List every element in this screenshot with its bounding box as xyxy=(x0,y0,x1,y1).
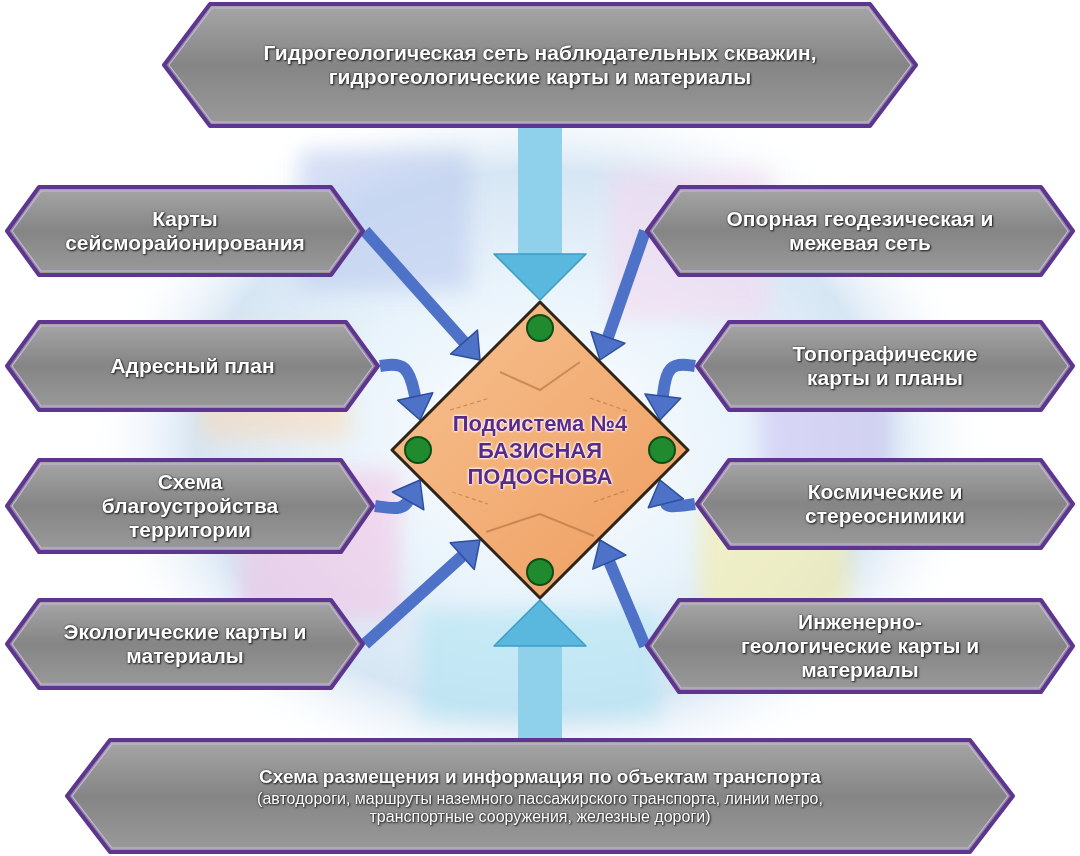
map-road xyxy=(452,490,628,504)
box-label: Схема благоустройства территории xyxy=(85,470,295,542)
hexagon-inner-line xyxy=(652,604,1068,688)
hexagon-inner-line xyxy=(12,464,368,548)
hexagon-inner-line xyxy=(72,744,1008,848)
arrow-connector xyxy=(645,365,695,420)
hexagon-shape xyxy=(647,600,1073,692)
arrow-connector xyxy=(365,231,480,360)
arrow-connector xyxy=(593,540,645,646)
center-diamond: Подсистема №4БАЗИСНАЯ ПОДОСНОВА xyxy=(390,300,690,600)
arrow-head xyxy=(494,600,586,646)
map-road xyxy=(486,514,594,536)
hexagon-shape xyxy=(647,187,1073,275)
hexagon-inner-line xyxy=(652,191,1068,271)
box-label: Топографические карты и планы xyxy=(780,342,990,390)
hexagon-box: Адресный план xyxy=(5,320,380,412)
arrow-head xyxy=(450,540,480,569)
hexagon-box: Топографические карты и планы xyxy=(695,320,1075,412)
arrow-head xyxy=(591,331,625,360)
arrow-head xyxy=(494,254,586,300)
arrow-connector xyxy=(591,231,645,360)
arrow-shaft xyxy=(609,560,645,646)
text-group: Схема размещения и информация по объекта… xyxy=(220,766,860,827)
text-group: Схема благоустройства территории xyxy=(85,470,295,542)
hexagon-shape xyxy=(697,460,1073,548)
arrow-head xyxy=(451,330,480,360)
text-group: Инженерно-геологические карты и материал… xyxy=(735,610,985,682)
map-road xyxy=(450,398,630,412)
hexagon-inner-line xyxy=(702,326,1068,406)
box-label: Космические и стереоснимики xyxy=(790,480,980,528)
arrow-connector xyxy=(494,600,586,738)
subsystem-title: БАЗИСНАЯ ПОДОСНОВА xyxy=(450,438,630,489)
text-group: Космические и стереоснимики xyxy=(790,480,980,528)
hexagon-box: Экологические карты и материалы xyxy=(5,598,365,690)
arrow-head xyxy=(393,480,424,510)
box-label: Адресный план xyxy=(73,354,313,378)
box-label: Опорная геодезическая и межевая сеть xyxy=(710,207,1010,255)
text-group: Карты сейсморайонирования xyxy=(54,207,316,255)
arrow-connector xyxy=(375,480,424,510)
text-group: Адресный план xyxy=(73,354,313,378)
corner-dot xyxy=(527,315,553,341)
map-road xyxy=(500,362,580,390)
text-group: Подсистема №4БАЗИСНАЯ ПОДОСНОВА xyxy=(450,411,630,489)
subsystem-title: Подсистема №4 xyxy=(450,411,630,436)
arrow-connector xyxy=(494,128,586,300)
text-group: Экологические карты и материалы xyxy=(60,620,310,668)
arrow-head xyxy=(593,540,626,569)
hexagon-inner-line xyxy=(12,604,358,684)
hexagon-box: Схема размещения и информация по объекта… xyxy=(65,738,1015,854)
box-label: Схема размещения и информация по объекта… xyxy=(220,766,860,788)
hexagon-box: Инженерно-геологические карты и материал… xyxy=(645,598,1075,694)
arrow-connector xyxy=(365,540,480,644)
hexagon-shape xyxy=(7,187,363,275)
hexagon-inner-line xyxy=(169,8,911,122)
box-label: Инженерно-геологические карты и материал… xyxy=(735,610,985,682)
arrow-shaft xyxy=(518,644,562,738)
arrow-shaft xyxy=(375,499,409,508)
hexagon-shape xyxy=(697,322,1073,410)
box-label: Экологические карты и материалы xyxy=(60,620,310,668)
diamond-shape xyxy=(392,302,688,598)
box-label: (автодороги, маршруты наземного пассажир… xyxy=(220,790,860,827)
arrow-shaft xyxy=(518,128,562,256)
hexagon-inner-line xyxy=(12,326,373,406)
hexagon-box: Опорная геодезическая и межевая сеть xyxy=(645,185,1075,277)
text-group: Опорная геодезическая и межевая сеть xyxy=(710,207,1010,255)
hexagon-shape xyxy=(7,460,373,552)
arrow-connector xyxy=(380,365,433,420)
arrow-shaft xyxy=(380,365,416,399)
text-group: Топографические карты и планы xyxy=(780,342,990,390)
hexagon-inner-line xyxy=(702,464,1068,544)
hexagon-shape xyxy=(7,600,363,688)
hexagon-box: Гидрогеологическая сеть наблюдательных с… xyxy=(162,2,918,128)
text-group: Гидрогеологическая сеть наблюдательных с… xyxy=(220,41,860,89)
corner-dot xyxy=(405,437,431,463)
corner-dot xyxy=(527,559,553,585)
hexagon-box: Космические и стереоснимики xyxy=(695,458,1075,550)
arrow-shaft xyxy=(663,365,695,398)
hexagon-shape xyxy=(67,740,1013,852)
hexagon-shape xyxy=(164,4,916,126)
hexagon-shape xyxy=(7,322,378,410)
box-label: Гидрогеологическая сеть наблюдательных с… xyxy=(220,41,860,89)
map-texture xyxy=(450,362,630,536)
box-label: Карты сейсморайонирования xyxy=(54,207,316,255)
arrow-shaft xyxy=(607,231,645,339)
hexagon-box: Схема благоустройства территории xyxy=(5,458,375,554)
corner-dot xyxy=(649,437,675,463)
arrow-shaft xyxy=(365,231,465,344)
arrow-shaft xyxy=(365,555,464,644)
hexagon-box: Карты сейсморайонирования xyxy=(5,185,365,277)
hexagon-inner-line xyxy=(12,191,358,271)
